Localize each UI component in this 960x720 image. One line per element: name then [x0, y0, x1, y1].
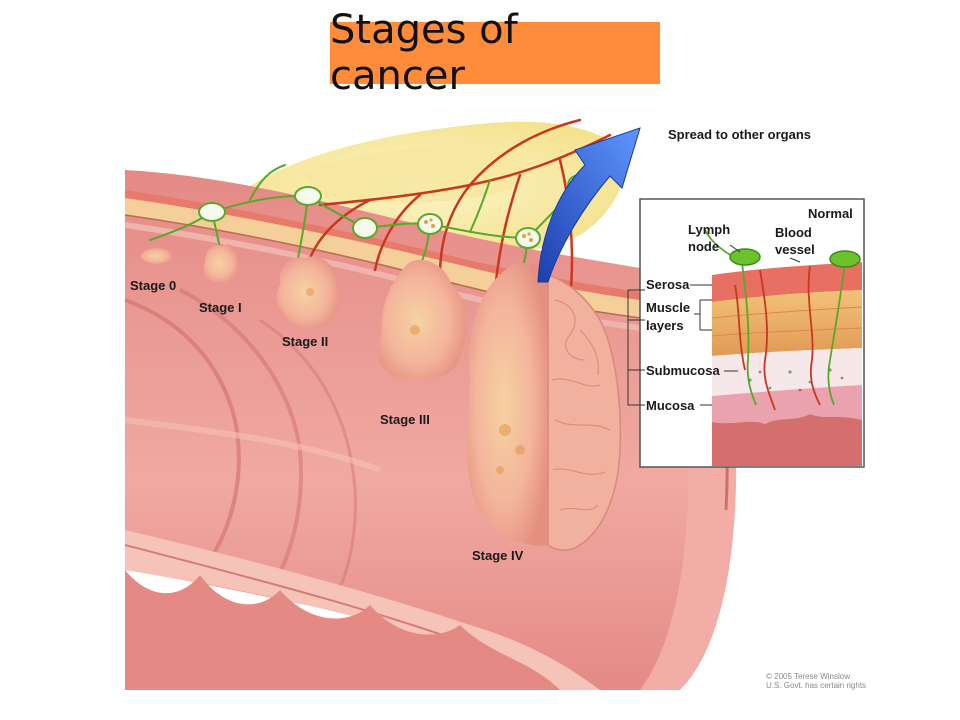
submucosa-label: Submucosa [646, 363, 720, 378]
stage-0-label: Stage 0 [130, 278, 176, 293]
lymph-node [352, 217, 378, 239]
spread-label: Spread to other organs [668, 127, 811, 142]
credit: © 2005 Terese Winslow U.S. Govt. has cer… [766, 672, 866, 690]
credit-line2: U.S. Govt. has certain rights [766, 681, 867, 690]
title-box: Stages of cancer [330, 7, 660, 99]
lymph-node-label-line2: node [688, 239, 719, 254]
lymph-node [198, 202, 226, 222]
inset-lymph-node [729, 248, 761, 266]
mucosa-label: Mucosa [646, 398, 695, 413]
stage-1-label: Stage I [199, 300, 242, 315]
credit-line1: © 2005 Terese Winslow [766, 672, 851, 681]
tumor-stage-4 [467, 262, 548, 546]
blood-vessels [308, 118, 612, 302]
tumor-stage-0 [141, 248, 173, 264]
tumor-stage-3 [377, 259, 467, 381]
spread-arrow [537, 127, 641, 283]
normal-wall-inset: Normal Lymph node Blood vessel Serosa Mu… [627, 198, 865, 468]
serosa-label: Serosa [646, 277, 690, 292]
lymph-node [294, 186, 322, 206]
tumor-stage-4-section [547, 273, 622, 551]
stage-2-label: Stage II [282, 334, 328, 349]
lymph-node-involved [515, 227, 541, 249]
tumor-stage-1 [203, 244, 239, 283]
muscle-label-line2: layers [646, 318, 684, 333]
lymph-node-label-line1: Lymph [688, 222, 730, 237]
tumors [141, 244, 622, 551]
stage-3-label: Stage III [380, 412, 430, 427]
blood-vessel-label-line1: Blood [775, 225, 812, 240]
inset-heading: Normal [808, 206, 853, 221]
blood-vessel-label-line2: vessel [775, 242, 815, 257]
stage-4-label: Stage IV [472, 548, 524, 563]
inset-lymph-node [829, 250, 861, 268]
lymph-node-involved [417, 213, 443, 235]
muscle-label-line1: Muscle [646, 300, 690, 315]
page-title: Stages of cancer [330, 7, 518, 99]
